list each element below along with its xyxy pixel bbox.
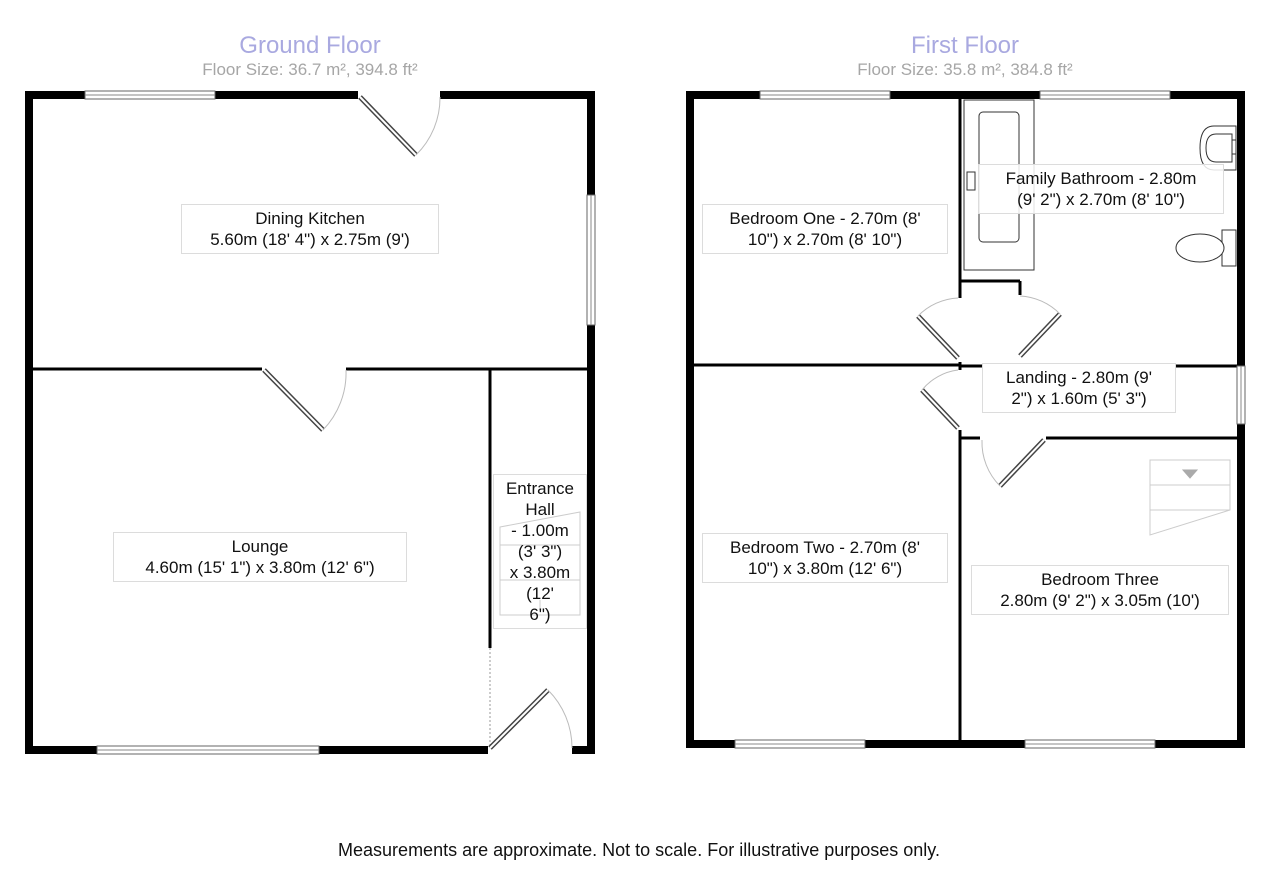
first-window-bed2 [734,739,866,749]
family-bathroom-line: (9' 2") x 2.70m (8' 10") [1017,190,1185,209]
kitchen-door [358,91,441,157]
bedroom-one-line: 10") x 2.70m (8' 10") [747,230,903,249]
bedroom-two-line: Bedroom Two - 2.70m (8' [729,538,920,557]
entrance-hall-line: Hall [525,500,555,519]
landing-label: Landing - 2.80m (9' 2") x 1.60m (5' 3") [982,363,1176,413]
first-floor-title: First Floor [911,32,1019,59]
first-window-bath [1039,90,1171,100]
bedroom-one-line: Bedroom One - 2.70m (8' [729,209,921,228]
first-floor-size: Floor Size: 35.8 m², 384.8 ft² [857,60,1073,79]
ground-window-right [586,194,596,326]
family-bathroom-label: Family Bathroom - 2.80m (9' 2") x 2.70m … [978,164,1224,214]
ground-floor-plan [25,90,596,755]
bedroom-one-label: Bedroom One - 2.70m (8' 10") x 2.70m (8'… [702,204,948,254]
ground-window-top [84,90,216,100]
toilet-icon [1175,229,1237,267]
bedroom-two-line: 10") x 3.80m (12' 6") [747,559,903,578]
lounge-name: Lounge [231,537,289,556]
landing-line: 2") x 1.60m (5' 3") [1011,389,1147,408]
bedroom-two-door [920,369,960,430]
first-window-landing [1236,365,1246,425]
bedroom-three-door [981,438,1046,488]
dining-kitchen-label: Dining Kitchen 5.60m (18' 4") x 2.75m (9… [181,204,439,254]
landing-line: Landing - 2.80m (9' [1006,368,1152,387]
ground-stairs [499,511,581,616]
first-window-bed1 [759,90,891,100]
dining-kitchen-dims: 5.60m (18' 4") x 2.75m (9') [210,230,410,249]
ground-window-bottom [96,745,320,755]
bedroom-three-name: Bedroom Three [1041,570,1159,589]
entrance-hall-line: x 3.80m [509,563,571,582]
family-bathroom-line: Family Bathroom - 2.80m [1005,169,1197,188]
first-window-bed3 [1024,739,1156,749]
disclaimer-footer: Measurements are approximate. Not to sca… [338,840,940,860]
bedroom-two-label: Bedroom Two - 2.70m (8' 10") x 3.80m (12… [702,533,948,583]
ground-floor-title: Ground Floor [239,32,381,59]
entrance-hall-line: 6") [529,605,551,624]
entrance-hall-line: Entrance [505,479,575,498]
bathroom-door [1018,295,1062,358]
front-door [488,688,573,754]
ground-outer-wall [25,91,595,754]
first-stairs [1149,459,1231,536]
bedroom-three-dims: 2.80m (9' 2") x 3.05m (10') [1000,591,1200,610]
entrance-hall-label: Entrance Hall - 1.00m (3' 3") x 3.80m (1… [493,474,587,629]
bedroom-one-door [916,297,960,360]
bedroom-three-label: Bedroom Three 2.80m (9' 2") x 3.05m (10'… [971,565,1229,615]
entrance-hall-line: (3' 3") [517,542,563,561]
basin-icon [1199,125,1237,171]
entrance-hall-line: - 1.00m [511,521,569,540]
lounge-label: Lounge 4.60m (15' 1") x 3.80m (12' 6") [113,532,407,582]
dining-kitchen-name: Dining Kitchen [255,209,365,228]
lounge-door [262,365,347,432]
entrance-hall-line: (12' [526,584,554,603]
ground-floor-size: Floor Size: 36.7 m², 394.8 ft² [202,60,418,79]
lounge-dims: 4.60m (15' 1") x 3.80m (12' 6") [145,558,375,577]
